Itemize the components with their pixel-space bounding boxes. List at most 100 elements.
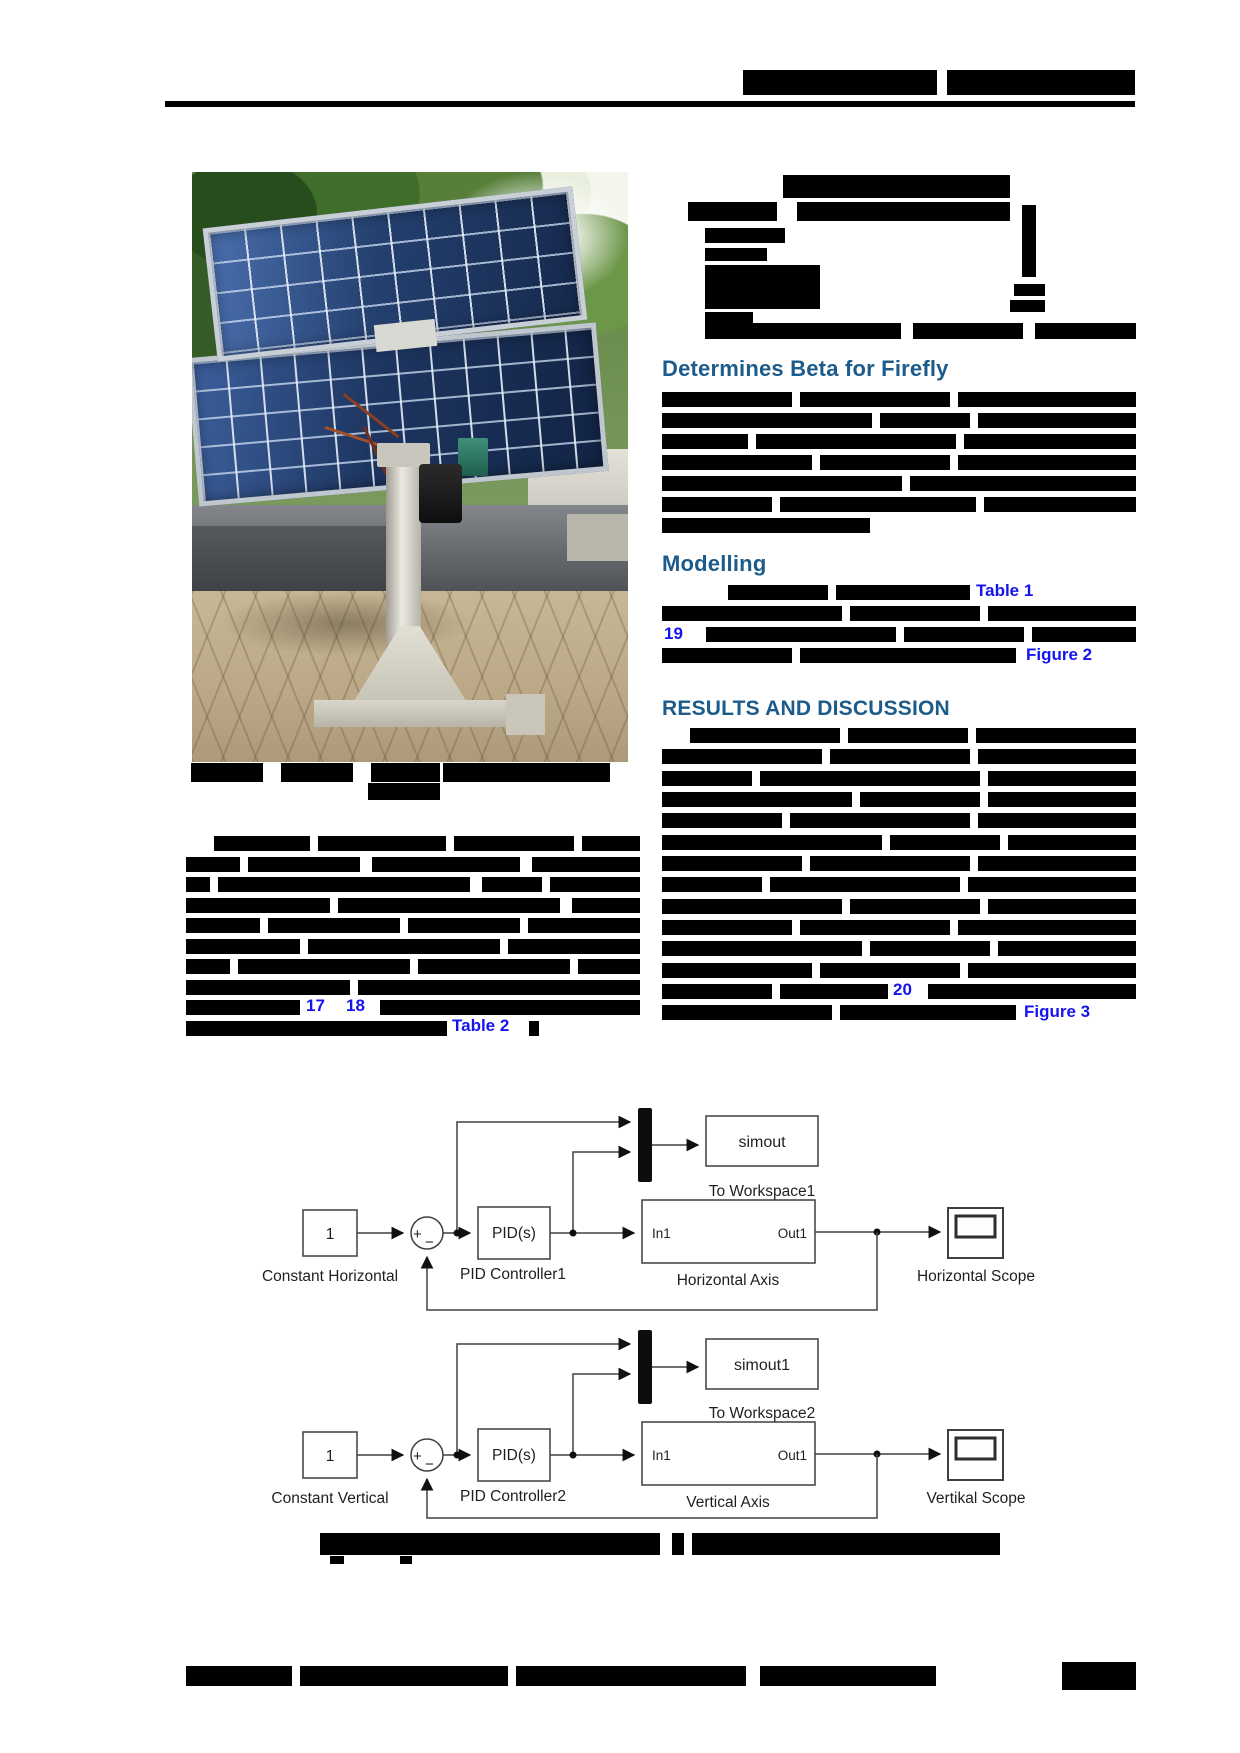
- redacted-text-bar: [672, 1533, 684, 1555]
- redacted-text-bar: [760, 771, 980, 786]
- redacted-text-bar: [1032, 627, 1136, 642]
- redacted-text-bar: [248, 857, 360, 872]
- redacted-text-bar: [308, 939, 500, 954]
- redacted-text-bar: [880, 413, 970, 428]
- redacted-text-bar: [191, 763, 263, 782]
- redacted-text-bar: [1062, 1662, 1136, 1690]
- redacted-text-bar: [358, 980, 640, 995]
- figure1-solar-tracker-photo: [192, 172, 628, 762]
- redacted-text-bar: [978, 813, 1136, 828]
- pid-controller2-block[interactable]: [477, 1428, 551, 1482]
- redacted-text-bar: [850, 606, 980, 621]
- redacted-text-bar: [662, 941, 862, 956]
- in1-port-v: In1: [652, 1448, 671, 1463]
- redacted-text-bar: [688, 202, 777, 221]
- redacted-text-bar: [662, 476, 902, 491]
- redacted-text-bar: [830, 749, 970, 764]
- redacted-text-bar: [186, 1000, 300, 1015]
- redacted-text-bar: [978, 749, 1136, 764]
- feedback-wire-v: [420, 1454, 878, 1519]
- horizontal-axis-block[interactable]: [641, 1199, 816, 1264]
- link-figure-2[interactable]: Figure 2: [1026, 645, 1093, 664]
- redacted-text-bar: [330, 1556, 344, 1564]
- redacted-text-bar: [1010, 300, 1045, 312]
- redacted-text-bar: [662, 749, 822, 764]
- redacted-text-bar: [662, 434, 748, 449]
- redacted-text-bar: [418, 959, 570, 974]
- redacted-text-bar: [705, 323, 901, 339]
- redacted-text-bar: [797, 202, 1010, 221]
- mux-block-h[interactable]: [638, 1108, 652, 1182]
- vertikal-scope-label: Vertikal Scope: [926, 1490, 1025, 1507]
- redacted-text-bar: [662, 455, 812, 470]
- redacted-text-bar: [238, 959, 410, 974]
- section-heading-modelling: Modelling: [662, 551, 767, 576]
- redacted-text-bar: [743, 70, 937, 95]
- redacted-text-bar: [300, 1666, 508, 1686]
- redacted-text-bar: [528, 918, 640, 933]
- to-workspace2-block[interactable]: [705, 1338, 819, 1390]
- redacted-text-bar: [756, 434, 956, 449]
- link-table-2[interactable]: Table 2: [452, 1016, 510, 1035]
- in1-port-h: In1: [652, 1226, 671, 1241]
- redacted-text-bar: [978, 413, 1136, 428]
- redacted-text-bar: [848, 728, 968, 743]
- out1-port-h: Out1: [778, 1226, 807, 1241]
- redacted-text-bar: [705, 248, 767, 261]
- link-ref-19[interactable]: 19: [664, 624, 683, 643]
- redacted-text-bar: [662, 497, 772, 512]
- junction-dot: [569, 1229, 577, 1237]
- redacted-text-bar: [705, 228, 785, 243]
- wire-sum-to-mux-v: [456, 1337, 632, 1455]
- link-ref-17[interactable]: 17: [306, 996, 325, 1015]
- redacted-text-bar: [800, 920, 950, 935]
- redacted-text-bar: [705, 265, 820, 309]
- redacted-text-bar: [988, 792, 1136, 807]
- junction-dot: [453, 1229, 461, 1237]
- vertical-axis-block[interactable]: [641, 1421, 816, 1486]
- to-workspace1-block[interactable]: [705, 1115, 819, 1167]
- redacted-text-bar: [281, 763, 353, 782]
- vertical-axis-label: Vertical Axis: [686, 1494, 770, 1511]
- redacted-text-bar: [186, 877, 210, 892]
- redacted-text-bar: [662, 413, 872, 428]
- redacted-text-bar: [371, 763, 440, 782]
- redacted-text-bar: [662, 792, 852, 807]
- redacted-text-bar: [780, 497, 976, 512]
- redacted-text-bar: [840, 1005, 1016, 1020]
- link-ref-20[interactable]: 20: [893, 980, 912, 999]
- redacted-text-bar: [728, 585, 828, 600]
- to-workspace2-label: To Workspace2: [709, 1405, 816, 1422]
- photo-base-foot: [505, 694, 546, 736]
- redacted-text-bar: [186, 918, 260, 933]
- redacted-text-bar: [836, 585, 970, 600]
- redacted-text-bar: [662, 1005, 832, 1020]
- redacted-text-bar: [662, 813, 782, 828]
- mux-block-v[interactable]: [638, 1330, 652, 1404]
- redacted-text-bar: [318, 836, 446, 851]
- redacted-text-bar: [454, 836, 574, 851]
- photo-actuator-motor: [418, 464, 463, 524]
- redacted-text-bar: [516, 1666, 746, 1686]
- constant-horizontal-block[interactable]: [302, 1209, 358, 1257]
- link-table-1[interactable]: Table 1: [976, 581, 1034, 600]
- photo-pole-collar: [377, 443, 430, 467]
- redacted-text-bar: [780, 984, 888, 999]
- photo-wall-shadow: [192, 526, 393, 597]
- wire-pid-to-mux-v: [572, 1367, 632, 1455]
- sum-plus-sign: +: [413, 1226, 422, 1243]
- junction-dot: [453, 1451, 461, 1459]
- simout-text: simout: [738, 1134, 786, 1151]
- redacted-text-bar: [408, 918, 520, 933]
- link-ref-18[interactable]: 18: [346, 996, 365, 1015]
- redacted-text-bar: [380, 1000, 640, 1015]
- redacted-text-bar: [820, 963, 960, 978]
- redacted-text-bar: [662, 920, 792, 935]
- pid-controller1-block[interactable]: [477, 1206, 551, 1260]
- redacted-text-bar: [820, 455, 950, 470]
- simout1-text: simout1: [734, 1357, 790, 1374]
- link-figure-3[interactable]: Figure 3: [1024, 1002, 1091, 1021]
- redacted-text-bar: [218, 877, 470, 892]
